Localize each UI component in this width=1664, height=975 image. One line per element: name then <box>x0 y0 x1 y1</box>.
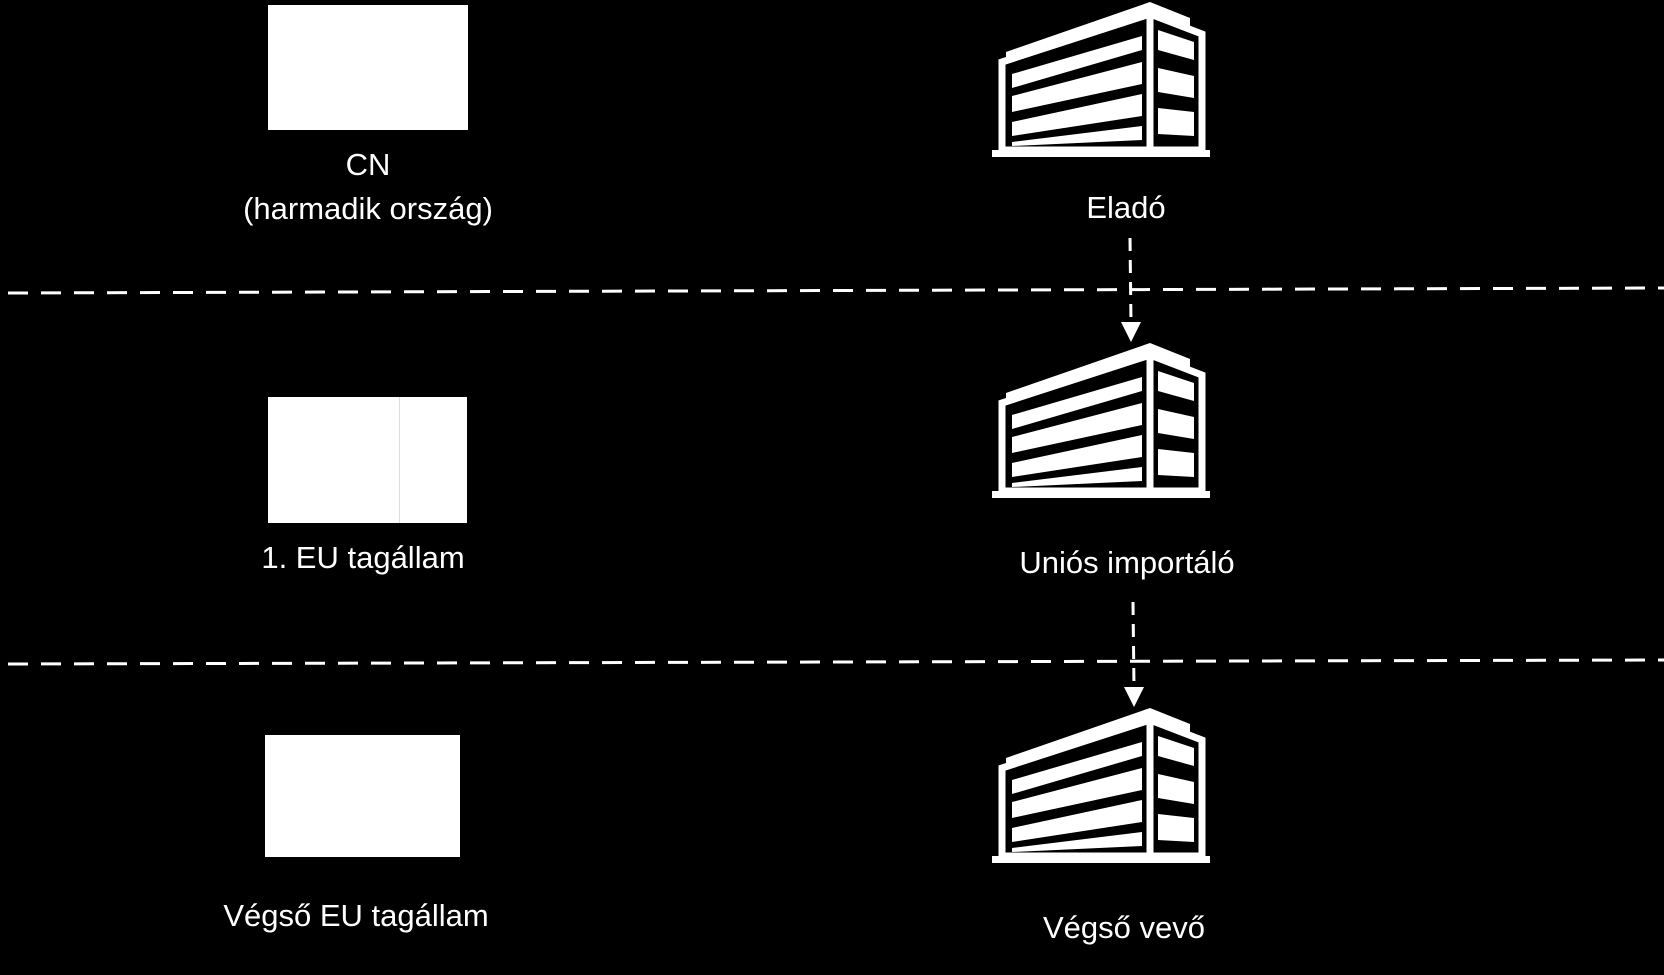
country-label-eu-member-1: 1. EU tagállam <box>261 540 465 575</box>
country-label-final-eu-member: Végső EU tagállam <box>223 898 489 933</box>
party-label-seller: Eladó <box>1086 190 1166 225</box>
arrow-seller-to-importer <box>1121 237 1141 342</box>
flag-icon-eu-member-1 <box>268 397 467 523</box>
building-icon-importer <box>992 343 1210 498</box>
party-label-importer: Uniós importáló <box>1019 545 1235 580</box>
building-icon-seller <box>992 2 1210 157</box>
separator-line-1 <box>7 286 1664 295</box>
arrow-importer-to-buyer <box>1124 601 1144 707</box>
country-name: CN <box>345 147 391 182</box>
party-label-final-buyer: Végső vevő <box>1043 910 1205 945</box>
flag-divider <box>399 397 400 523</box>
country-label-cn: CN (harmadik ország) <box>168 143 568 231</box>
country-note: (harmadik ország) <box>243 191 493 226</box>
building-icon-buyer <box>992 708 1210 863</box>
flag-icon-cn <box>268 5 468 130</box>
separator-line-2 <box>7 658 1664 666</box>
flag-icon-final-eu-member <box>265 735 460 857</box>
